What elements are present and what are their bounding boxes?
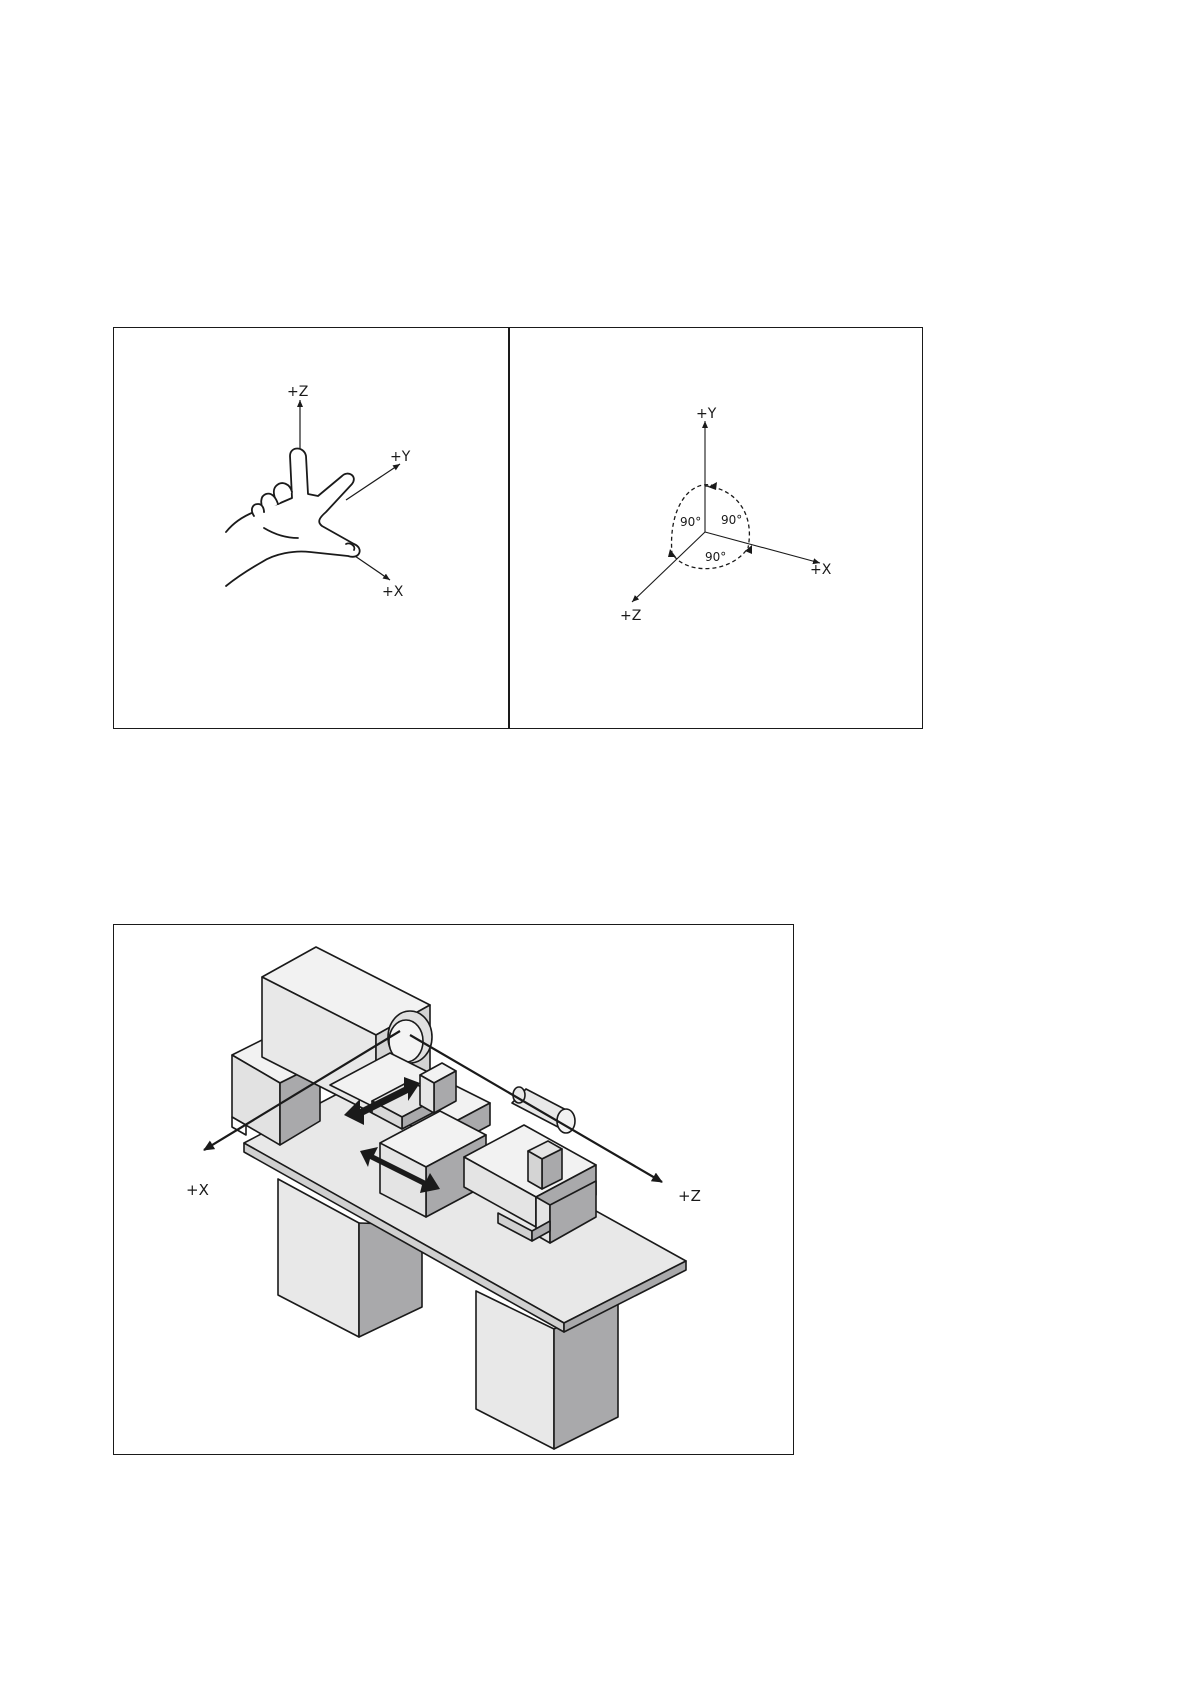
angle-label-yz: 90°: [680, 515, 701, 529]
x-axis-arrow: [352, 554, 390, 580]
y-axis-label: +Y: [696, 406, 717, 422]
angle-label-xy: 90°: [721, 513, 742, 527]
coordinate-axes-diagram: 90° 90° 90° +Y +X +Z: [510, 328, 924, 728]
z-axis-label: +Z: [678, 1187, 701, 1205]
figure-right-hand-rule: +Z +Y +X 90° 90° 90° +Y +X +Z: [113, 327, 923, 729]
y-axis-label: +Y: [390, 449, 411, 465]
hand-icon: [226, 449, 360, 587]
right-hand-rule-diagram: +Z +Y +X: [114, 328, 508, 728]
arc-arrowhead: [708, 482, 717, 490]
arc-arrowhead: [668, 549, 676, 557]
x-axis-label: +X: [810, 562, 832, 578]
x-axis-label: +X: [382, 584, 404, 600]
x-axis-label: +X: [186, 1181, 209, 1199]
lathe-diagram: +X +Z: [114, 925, 795, 1456]
z-axis-label: +Z: [287, 384, 308, 400]
figure-lathe-axes: +X +Z: [113, 924, 794, 1455]
z-axis-label: +Z: [620, 608, 641, 624]
angle-label-xz: 90°: [705, 550, 726, 564]
